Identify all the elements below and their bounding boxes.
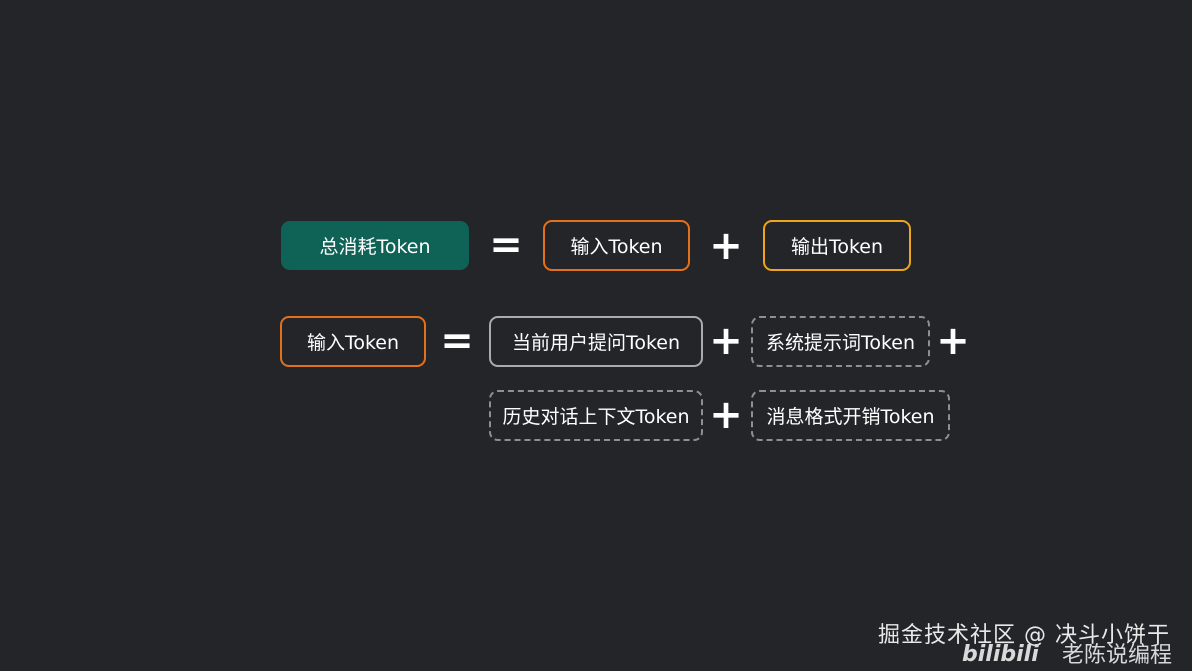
plus-sign: + — [709, 223, 743, 269]
input-token-label: 输入Token — [570, 236, 663, 258]
system-prompt-token-box: 系统提示词Token — [751, 316, 930, 367]
input-token-box: 输入Token — [543, 220, 690, 271]
user-prompt-token-label: 当前用户提问Token — [511, 332, 681, 354]
output-token-box: 输出Token — [763, 220, 911, 271]
system-prompt-token-label: 系统提示词Token — [765, 332, 916, 354]
input-token-box: 输入Token — [280, 316, 426, 367]
message-format-overhead-token-label: 消息格式开销Token — [766, 406, 935, 428]
message-format-overhead-token-box: 消息格式开销Token — [751, 390, 950, 441]
channel-watermark: 老陈说编程 — [1061, 643, 1172, 668]
juejin-watermark: 掘金技术社区 @ 决斗小饼干 — [878, 623, 1170, 648]
user-prompt-token-box: 当前用户提问Token — [489, 316, 703, 367]
output-token-label: 输出Token — [790, 236, 884, 258]
bilibili-logo: bilibili — [962, 642, 1039, 667]
equals-sign: = — [489, 222, 523, 268]
history-context-token-label: 历史对话上下文Token — [502, 406, 690, 428]
input-token-label: 输入Token — [306, 332, 400, 354]
equals-sign: = — [440, 318, 474, 364]
total-token-label: 总消耗Token — [319, 236, 431, 258]
total-token-box: 总消耗Token — [281, 221, 469, 270]
plus-sign: + — [709, 318, 743, 364]
plus-sign: + — [936, 318, 970, 364]
plus-sign: + — [709, 392, 743, 438]
history-context-token-box: 历史对话上下文Token — [489, 390, 703, 441]
